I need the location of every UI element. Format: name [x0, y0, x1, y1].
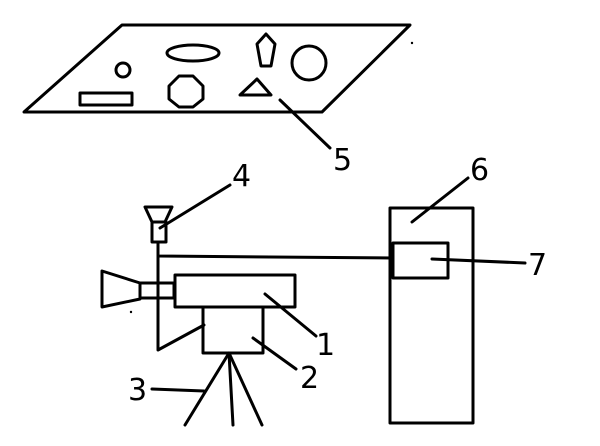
octagon-shape [167, 74, 205, 109]
camera-cable [156, 254, 206, 352]
label-7: 7 [528, 248, 547, 283]
label-2: 2 [300, 361, 319, 396]
leader-1 [263, 292, 318, 338]
computer [388, 176, 527, 425]
board-outline [22, 23, 412, 114]
leader-3 [150, 387, 206, 393]
pan-tilt-head [201, 305, 298, 371]
leader-6 [410, 176, 470, 224]
tripod-leg-left [183, 351, 231, 427]
label-4: 4 [232, 159, 251, 194]
object-board [22, 23, 412, 150]
tripod [150, 351, 264, 427]
pan-tilt-box [201, 305, 265, 355]
label-3: 3 [128, 373, 147, 408]
light-source [143, 183, 232, 244]
camera-lens-hood [100, 269, 142, 309]
scan-speck [129, 310, 133, 314]
leader-4 [158, 183, 232, 230]
label-5: 5 [333, 143, 352, 178]
label-1: 1 [316, 328, 335, 363]
leader-2 [251, 336, 298, 371]
label-6: 6 [470, 153, 489, 188]
tripod-leg-right [227, 351, 264, 427]
small-circle-shape [114, 61, 132, 79]
triangle-shape [238, 77, 273, 97]
lamp-head [143, 205, 174, 224]
computer-case [388, 206, 475, 425]
large-circle-shape [290, 44, 328, 82]
leader-5 [278, 98, 332, 150]
ellipse-shape [165, 43, 221, 63]
leader-7 [430, 257, 527, 265]
camera [100, 269, 318, 338]
hexagon-shape [255, 32, 277, 68]
light-cable [156, 240, 395, 260]
tripod-leg-middle [227, 351, 235, 427]
scan-speck [410, 41, 414, 45]
rectangle-shape [78, 91, 134, 107]
